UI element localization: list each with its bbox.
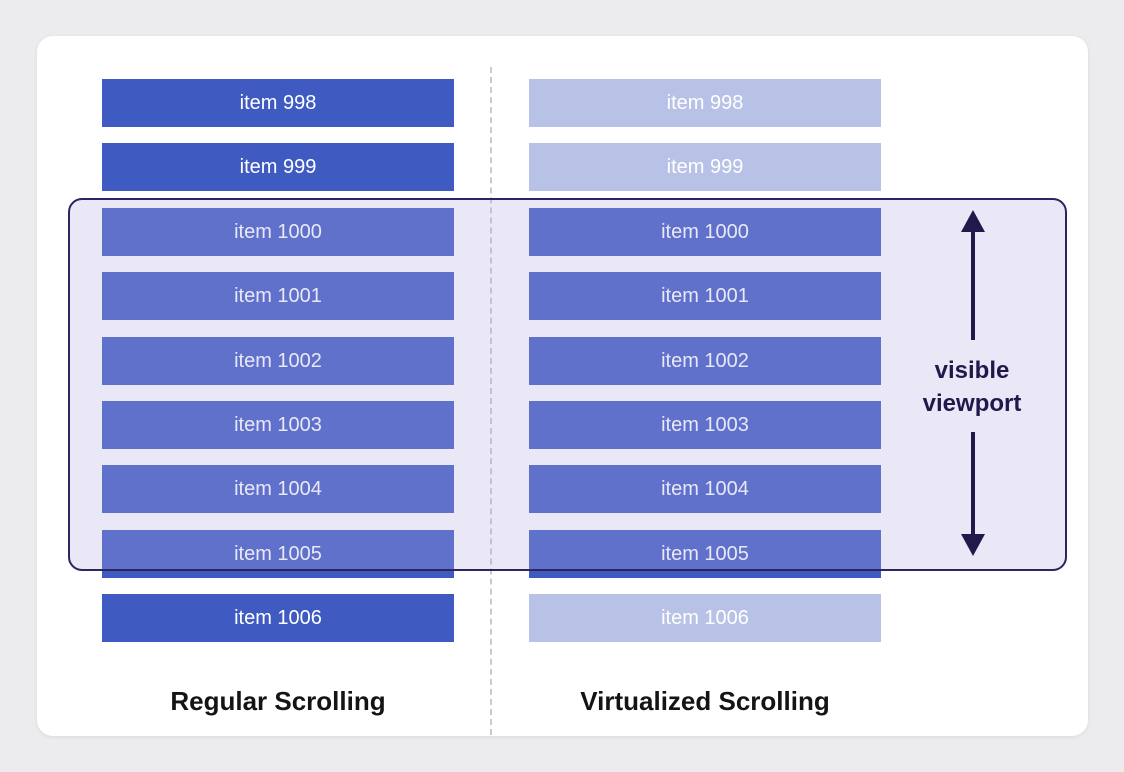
viewport-label-line1: visible	[934, 357, 1010, 384]
double-headed-vertical-arrow-icon	[961, 210, 985, 556]
virtualized-list-item: item 1006	[529, 594, 881, 642]
virtualized-list-item: item 1004	[529, 465, 881, 513]
regular-list-item: item 999	[102, 143, 454, 191]
regular-list-item: item 998	[102, 79, 454, 127]
regular-list-item: item 1006	[102, 594, 454, 642]
viewport-label-line2: viewport	[922, 390, 1022, 417]
virtualized-scrolling-label: Virtualized Scrolling	[580, 686, 830, 716]
column-divider	[490, 67, 492, 735]
regular-list-item: item 1002	[102, 337, 454, 385]
regular-list-item: item 1000	[102, 208, 454, 256]
visible-viewport-box	[68, 198, 1067, 571]
regular-list-item: item 1001	[102, 272, 454, 320]
virtualized-list-item: item 1002	[529, 337, 881, 385]
regular-list-item: item 1004	[102, 465, 454, 513]
virtualized-list-item: item 1001	[529, 272, 881, 320]
virtualized-list-item: item 1003	[529, 401, 881, 449]
regular-list-item: item 1003	[102, 401, 454, 449]
regular-scrolling-label: Regular Scrolling	[170, 686, 386, 716]
viewport-label: visible viewport	[900, 354, 1044, 420]
virtualized-list-item: item 999	[529, 143, 881, 191]
virtualized-list-item: item 998	[529, 79, 881, 127]
virtualized-list-item: item 1000	[529, 208, 881, 256]
